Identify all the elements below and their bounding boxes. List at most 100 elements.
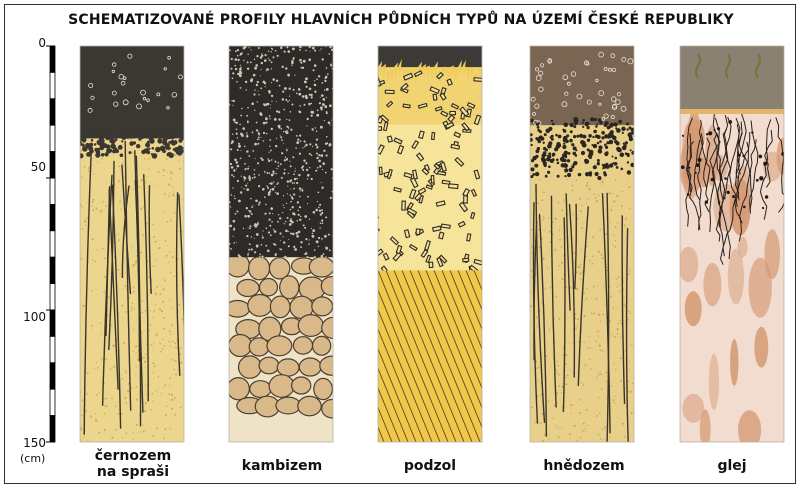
clay-grain <box>539 310 541 312</box>
loess-grain <box>174 414 176 416</box>
stone <box>250 381 271 398</box>
loess-grain <box>84 166 86 168</box>
crumb-speck <box>261 244 263 246</box>
clay-grain <box>543 191 545 193</box>
bleached-fragment <box>433 94 437 100</box>
crumb-speck <box>321 154 324 157</box>
crumb-speck <box>252 132 254 134</box>
clay-grain <box>598 195 599 196</box>
crumb-speck <box>243 60 244 61</box>
crumb-speck <box>240 53 242 55</box>
crumb-speck <box>235 50 237 52</box>
clay-grain <box>561 262 563 264</box>
crumb-speck <box>240 115 242 117</box>
humus-crumb <box>172 127 177 132</box>
loess-grain <box>108 296 110 298</box>
rust-mottle <box>679 247 699 283</box>
crumb-speck <box>260 75 261 76</box>
clay-grain <box>570 438 571 439</box>
transition-crumb <box>582 126 584 128</box>
transition-crumb <box>609 140 614 145</box>
crumb-speck <box>290 195 292 197</box>
crumb-speck <box>255 225 258 228</box>
crumb-speck <box>289 119 291 121</box>
loess-grain <box>171 324 173 326</box>
crumb-speck <box>306 125 307 126</box>
crumb-speck <box>291 60 294 63</box>
transition-crumb <box>558 135 562 139</box>
loess-grain <box>165 240 167 242</box>
crumb-speck <box>322 169 323 170</box>
crumb-speck <box>282 212 283 213</box>
loess-grain <box>173 194 175 196</box>
loess-grain <box>167 172 168 173</box>
humus-crumb <box>149 138 154 143</box>
crumb-speck <box>325 247 327 249</box>
clay-grain <box>546 376 547 377</box>
clay-grain <box>553 418 554 419</box>
crumb-speck <box>236 81 238 83</box>
clay-grain <box>575 425 576 426</box>
transition-crumb <box>561 159 564 162</box>
crumb-speck <box>231 166 234 169</box>
bleached-fragment <box>385 90 394 93</box>
loess-grain <box>152 372 153 373</box>
loess-grain <box>153 342 154 343</box>
crumb-speck <box>273 229 274 230</box>
crumb-speck <box>267 158 269 160</box>
clay-grain <box>629 369 630 370</box>
crumb-speck <box>290 129 292 131</box>
humus-crumb <box>180 129 184 133</box>
loess-grain <box>170 346 171 347</box>
stone <box>229 335 252 357</box>
loess-grain <box>102 201 104 203</box>
clay-grain <box>616 286 617 287</box>
loess-grain <box>94 369 95 370</box>
crumb-speck <box>324 89 325 90</box>
crumb-speck <box>251 213 253 215</box>
loess-grain <box>122 437 123 438</box>
transition-crumb <box>623 144 626 147</box>
crumb-speck <box>246 132 247 133</box>
crumb-speck <box>296 235 299 238</box>
transition-crumb <box>552 158 555 161</box>
loess-grain <box>145 367 146 368</box>
transition-crumb <box>531 144 533 146</box>
bleached-fragment <box>450 111 456 114</box>
crumb-speck <box>303 60 306 63</box>
crumb-speck <box>289 161 290 162</box>
crumb-speck <box>322 98 324 100</box>
loess-grain <box>167 221 169 223</box>
label-hnedozem: hnědozem <box>524 458 644 474</box>
crumb-speck <box>289 180 291 182</box>
loess-grain <box>178 231 179 232</box>
crumb-speck <box>315 170 317 172</box>
clay-grain <box>531 246 532 247</box>
clay-grain <box>572 214 574 216</box>
loess-grain <box>125 432 127 434</box>
crumb-speck <box>307 178 308 179</box>
loess-grain <box>134 277 135 278</box>
crumb-speck <box>284 256 286 258</box>
stone <box>228 378 250 400</box>
transition-crumb <box>542 153 546 157</box>
humus-crumb <box>147 151 150 154</box>
loess-grain <box>143 430 145 432</box>
clay-grain <box>619 291 621 293</box>
clay-grain <box>600 321 602 323</box>
clay-grain <box>585 300 586 301</box>
clay-grain <box>592 236 594 238</box>
loess-grain <box>155 334 157 336</box>
crumb-speck <box>281 139 283 141</box>
bleached-fragment <box>431 176 434 183</box>
crumb-speck <box>259 256 260 257</box>
clay-grain <box>618 285 619 286</box>
loess-grain <box>146 176 147 177</box>
loess-grain <box>88 440 89 441</box>
bleached-fragment <box>379 167 382 174</box>
loess-grain <box>118 409 119 410</box>
crumb-speck <box>254 238 255 239</box>
loess-grain <box>125 311 127 313</box>
loess-grain <box>152 224 154 226</box>
crumb-speck <box>246 235 248 237</box>
